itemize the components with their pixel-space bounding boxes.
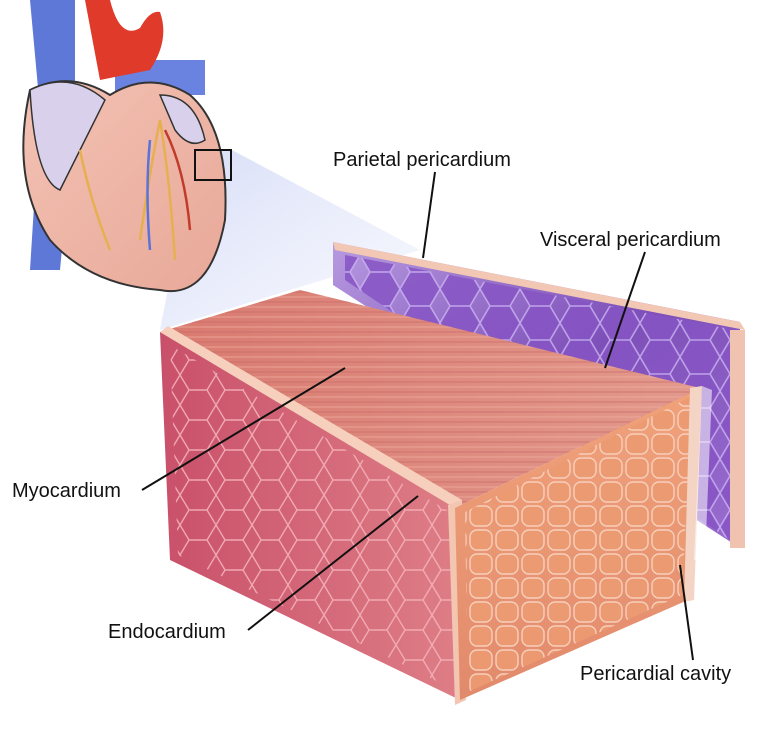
label-visceral-pericardium: Visceral pericardium	[540, 230, 721, 250]
leader-parietal	[423, 172, 435, 258]
label-myocardium: Myocardium	[12, 481, 121, 501]
label-parietal-pericardium: Parietal pericardium	[333, 150, 511, 170]
label-pericardial-cavity: Pericardial cavity	[580, 664, 731, 684]
label-endocardium: Endocardium	[108, 622, 226, 642]
heart-illustration	[23, 0, 231, 291]
